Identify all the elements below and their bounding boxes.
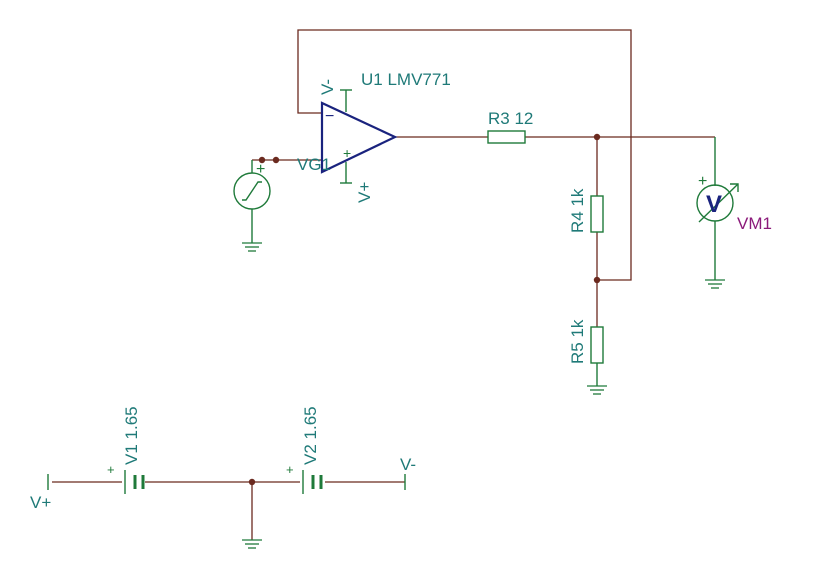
v1-polarity: + bbox=[107, 462, 115, 477]
resistor-r3[interactable]: R3 12 bbox=[487, 109, 533, 144]
terminal-v-plus-label: V+ bbox=[30, 493, 51, 512]
junction-divider-node bbox=[593, 276, 601, 284]
terminal-v-minus[interactable]: V- bbox=[400, 455, 416, 490]
r5-body bbox=[590, 326, 604, 364]
opamp-ref-label: U1 LMV771 bbox=[361, 70, 451, 89]
opamp-minus-sign: − bbox=[325, 108, 334, 125]
voltmeter-vm1[interactable]: V + VM1 bbox=[696, 137, 772, 280]
junction-supply-mid bbox=[248, 478, 256, 486]
opamp-plus-sign: + bbox=[343, 145, 351, 161]
r4-label: R4 1k bbox=[568, 188, 587, 233]
battery-v2[interactable]: + V2 1.65 bbox=[286, 406, 323, 494]
signal-source-vg1[interactable]: + VG1 bbox=[233, 155, 331, 243]
vm1-symbol: V bbox=[706, 191, 722, 218]
opamp-pos-supply-label: V+ bbox=[355, 182, 374, 203]
terminal-v-plus[interactable]: V+ bbox=[30, 474, 51, 512]
r4-body bbox=[590, 195, 604, 233]
vm1-arrow-line bbox=[698, 183, 739, 223]
opamp-neg-supply-label: V- bbox=[318, 79, 337, 95]
vg1-polarity: + bbox=[256, 161, 265, 178]
ground-symbol-r5 bbox=[587, 385, 607, 395]
v2-polarity: + bbox=[286, 462, 294, 477]
vm1-polarity: + bbox=[698, 173, 707, 190]
junction-output-node bbox=[593, 133, 601, 141]
vm1-arrow-head bbox=[730, 183, 739, 192]
opamp-triangle bbox=[320, 101, 398, 174]
r5-label: R5 1k bbox=[568, 319, 587, 364]
v1-label: V1 1.65 bbox=[122, 406, 141, 465]
feedback-wire bbox=[297, 29, 632, 281]
resistor-r4[interactable]: R4 1k bbox=[568, 188, 604, 233]
vm1-ref-label: VM1 bbox=[737, 214, 772, 233]
vg1-step-icon bbox=[242, 181, 262, 201]
junction-source-1 bbox=[258, 156, 266, 164]
ground-symbol-supply bbox=[242, 539, 262, 549]
junction-source-2 bbox=[272, 156, 280, 164]
r3-body bbox=[487, 130, 526, 144]
battery-v1[interactable]: + V1 1.65 bbox=[107, 406, 145, 494]
opamp-u1[interactable]: − + V- V+ U1 LMV771 bbox=[318, 70, 451, 203]
resistor-r5[interactable]: R5 1k bbox=[568, 319, 604, 386]
r3-label: R3 12 bbox=[488, 109, 533, 128]
v2-label: V2 1.65 bbox=[301, 406, 320, 465]
vg1-ref-label: VG1 bbox=[297, 155, 331, 174]
wires bbox=[52, 29, 715, 540]
terminal-v-minus-label: V- bbox=[400, 455, 416, 474]
ground-symbol-vm1 bbox=[705, 279, 725, 289]
ground-symbol-vg1 bbox=[242, 242, 262, 252]
